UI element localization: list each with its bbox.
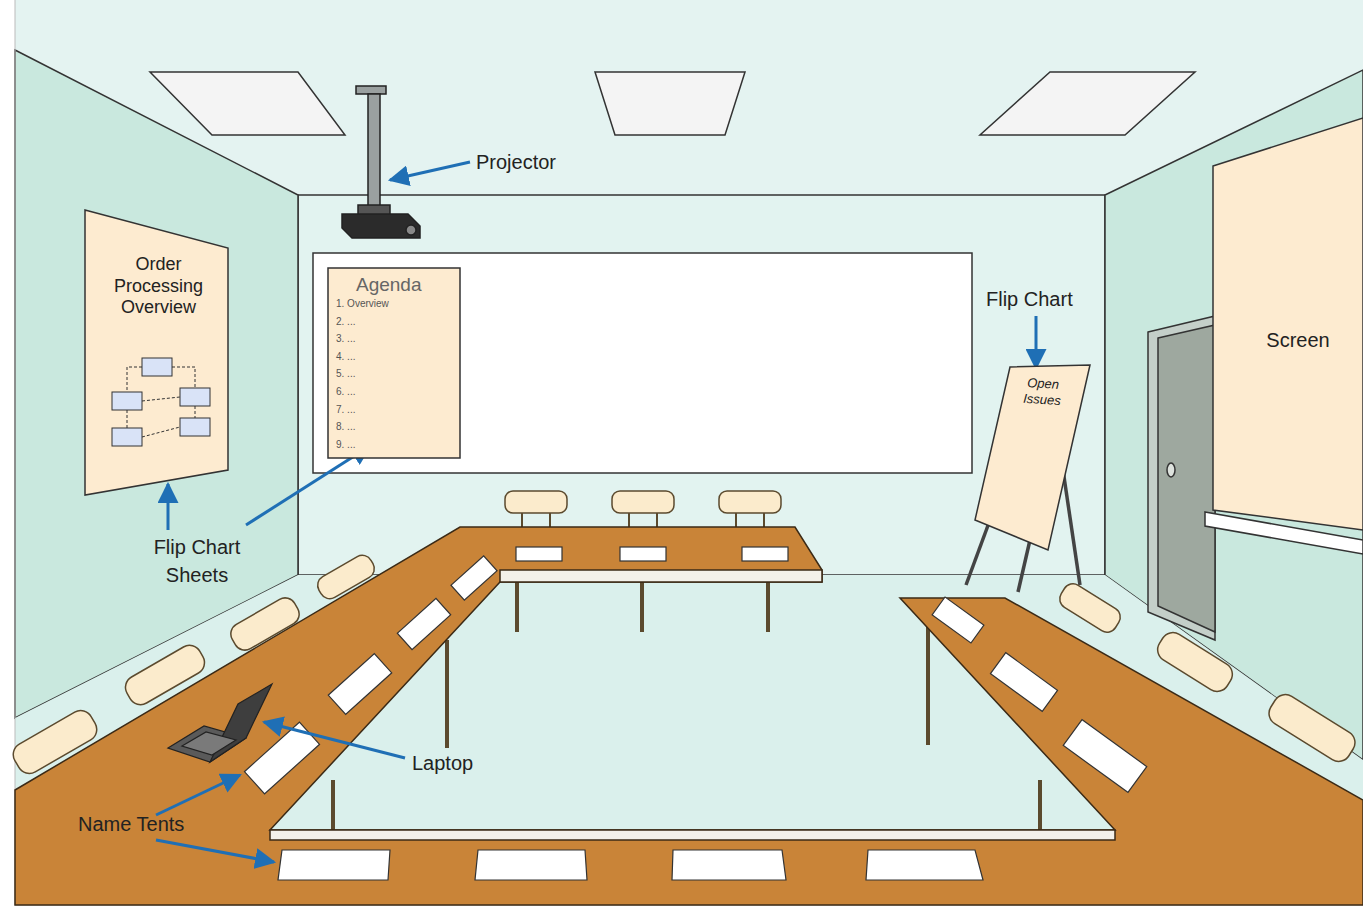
mini-flow-diagram bbox=[112, 358, 210, 446]
projector-symbol bbox=[368, 94, 380, 210]
callout-label: Name Tents bbox=[78, 810, 198, 838]
laptop-symbol bbox=[182, 732, 236, 755]
chair bbox=[628, 513, 630, 528]
callout-label: Laptop bbox=[412, 749, 502, 777]
name-tent bbox=[328, 654, 391, 715]
agenda-item: 2. ... bbox=[336, 316, 456, 328]
sheet-outline bbox=[328, 268, 460, 458]
ceiling-light bbox=[980, 72, 1195, 135]
name-tent bbox=[866, 850, 983, 880]
projector-symbol bbox=[342, 86, 420, 238]
frame-line bbox=[15, 0, 16, 905]
table-edge bbox=[500, 570, 822, 582]
callout-arrow bbox=[1035, 316, 1038, 368]
easel-leg bbox=[966, 520, 990, 585]
table-leg bbox=[445, 640, 449, 748]
callout-arrow bbox=[390, 162, 470, 180]
callout-label: Flip Chart Sheets bbox=[132, 533, 262, 589]
name-tent bbox=[1063, 720, 1147, 793]
name-tent bbox=[742, 547, 788, 561]
easel-leg bbox=[1018, 540, 1030, 592]
chair bbox=[612, 491, 674, 513]
name-tent bbox=[475, 850, 587, 880]
table-leg bbox=[331, 780, 335, 830]
name-tent bbox=[516, 547, 562, 561]
chair bbox=[521, 513, 523, 528]
callout-arrow bbox=[167, 484, 170, 530]
flip-chart-pad: Open Issues bbox=[975, 362, 1092, 554]
mini-flow-diagram bbox=[112, 392, 142, 410]
name-tent bbox=[620, 547, 666, 561]
mini-flow-diagram bbox=[142, 358, 172, 376]
name-tent bbox=[932, 597, 984, 643]
table-edge bbox=[270, 830, 1115, 840]
callout-label: Projector bbox=[476, 148, 596, 176]
callout-arrow bbox=[156, 775, 240, 815]
agenda-sheet: Agenda1. Overview 2. ... 3. ... 4. ... 5. ..… bbox=[328, 268, 460, 458]
sheet-outline bbox=[975, 365, 1090, 550]
chair bbox=[763, 513, 765, 528]
projection-screen: Screen bbox=[1213, 118, 1363, 553]
flip-chart-sheet: Order Processing Overview bbox=[85, 208, 230, 498]
sheet-outline bbox=[1213, 118, 1363, 530]
agenda-item: 6. ... bbox=[336, 386, 456, 398]
chair bbox=[656, 513, 658, 528]
agenda-item: 7. ... bbox=[336, 404, 456, 416]
node-title: Agenda bbox=[356, 274, 456, 297]
name-tent bbox=[278, 850, 390, 880]
agenda-item: 3. ... bbox=[336, 333, 456, 345]
chair bbox=[1153, 628, 1237, 696]
table-leg bbox=[766, 580, 770, 632]
mini-flow-diagram bbox=[180, 388, 210, 406]
chair bbox=[1056, 580, 1124, 636]
easel-leg bbox=[1063, 470, 1080, 585]
ceiling-light bbox=[150, 72, 345, 135]
callout-arrow bbox=[264, 722, 405, 758]
table bbox=[15, 527, 1363, 905]
node-title: Screen bbox=[1233, 328, 1363, 352]
name-tent bbox=[244, 547, 1146, 880]
node-title: Open Issues bbox=[1014, 374, 1071, 409]
callout-label: Flip Chart bbox=[986, 285, 1096, 313]
table-leg bbox=[1038, 780, 1042, 830]
projector-symbol bbox=[406, 225, 416, 235]
door bbox=[1158, 325, 1215, 632]
chair bbox=[505, 491, 567, 513]
projector-symbol bbox=[356, 86, 386, 94]
ceiling-light bbox=[150, 72, 1195, 135]
chair bbox=[522, 513, 764, 528]
agenda-item: 4. ... bbox=[336, 351, 456, 363]
name-tent bbox=[672, 850, 786, 880]
callout-arrow bbox=[156, 162, 1036, 862]
agenda-item: 9. ... bbox=[336, 439, 456, 451]
chair bbox=[719, 491, 781, 513]
chair bbox=[549, 513, 551, 528]
table-leg bbox=[515, 580, 519, 632]
node-outline bbox=[85, 208, 230, 498]
table-edge bbox=[270, 570, 1115, 840]
name-tent bbox=[451, 556, 497, 600]
door bbox=[1167, 463, 1175, 477]
node-title: Order Processing Overview bbox=[101, 254, 216, 319]
whiteboard bbox=[313, 253, 972, 473]
name-tent bbox=[990, 653, 1057, 712]
door bbox=[1148, 316, 1215, 640]
projector-symbol bbox=[342, 214, 420, 238]
agenda-item: 8. ... bbox=[336, 421, 456, 433]
laptop-symbol bbox=[168, 684, 272, 762]
chair bbox=[735, 513, 737, 528]
ceiling-light bbox=[595, 72, 745, 135]
sheet-outline bbox=[85, 210, 228, 495]
name-tent bbox=[397, 598, 450, 649]
table-leg bbox=[926, 625, 930, 745]
agenda-item: 5. ... bbox=[336, 368, 456, 380]
agenda-item: 1. Overview bbox=[336, 298, 456, 310]
mini-flow-diagram bbox=[112, 428, 142, 446]
back-wall bbox=[298, 195, 1105, 575]
door bbox=[1148, 316, 1215, 640]
callout-arrow bbox=[156, 840, 274, 862]
mini-flow-diagram bbox=[180, 418, 210, 436]
table-leg bbox=[640, 580, 644, 632]
